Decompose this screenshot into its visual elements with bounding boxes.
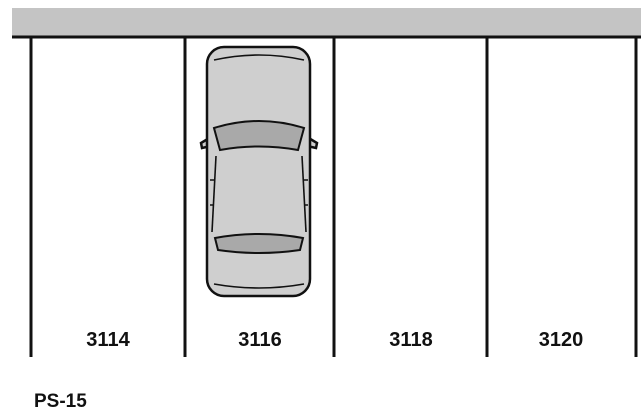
space-number-3114: 3114 bbox=[86, 329, 130, 351]
side-window-right bbox=[301, 155, 307, 233]
side-window-left bbox=[211, 155, 217, 233]
trunk-line bbox=[213, 283, 305, 289]
car-body bbox=[205, 45, 312, 298]
space-number-3120: 3120 bbox=[539, 329, 584, 351]
rear-window bbox=[213, 233, 305, 254]
door-line-right bbox=[304, 179, 308, 206]
windshield bbox=[212, 120, 306, 152]
lot-label: PS-15 bbox=[34, 391, 87, 412]
door-line-left bbox=[210, 179, 214, 206]
parked-car-icon bbox=[199, 45, 319, 298]
space-number-3116: 3116 bbox=[238, 329, 281, 351]
hood-line bbox=[213, 54, 305, 61]
space-number-3118: 3118 bbox=[389, 329, 432, 351]
curb-strip bbox=[12, 8, 641, 37]
